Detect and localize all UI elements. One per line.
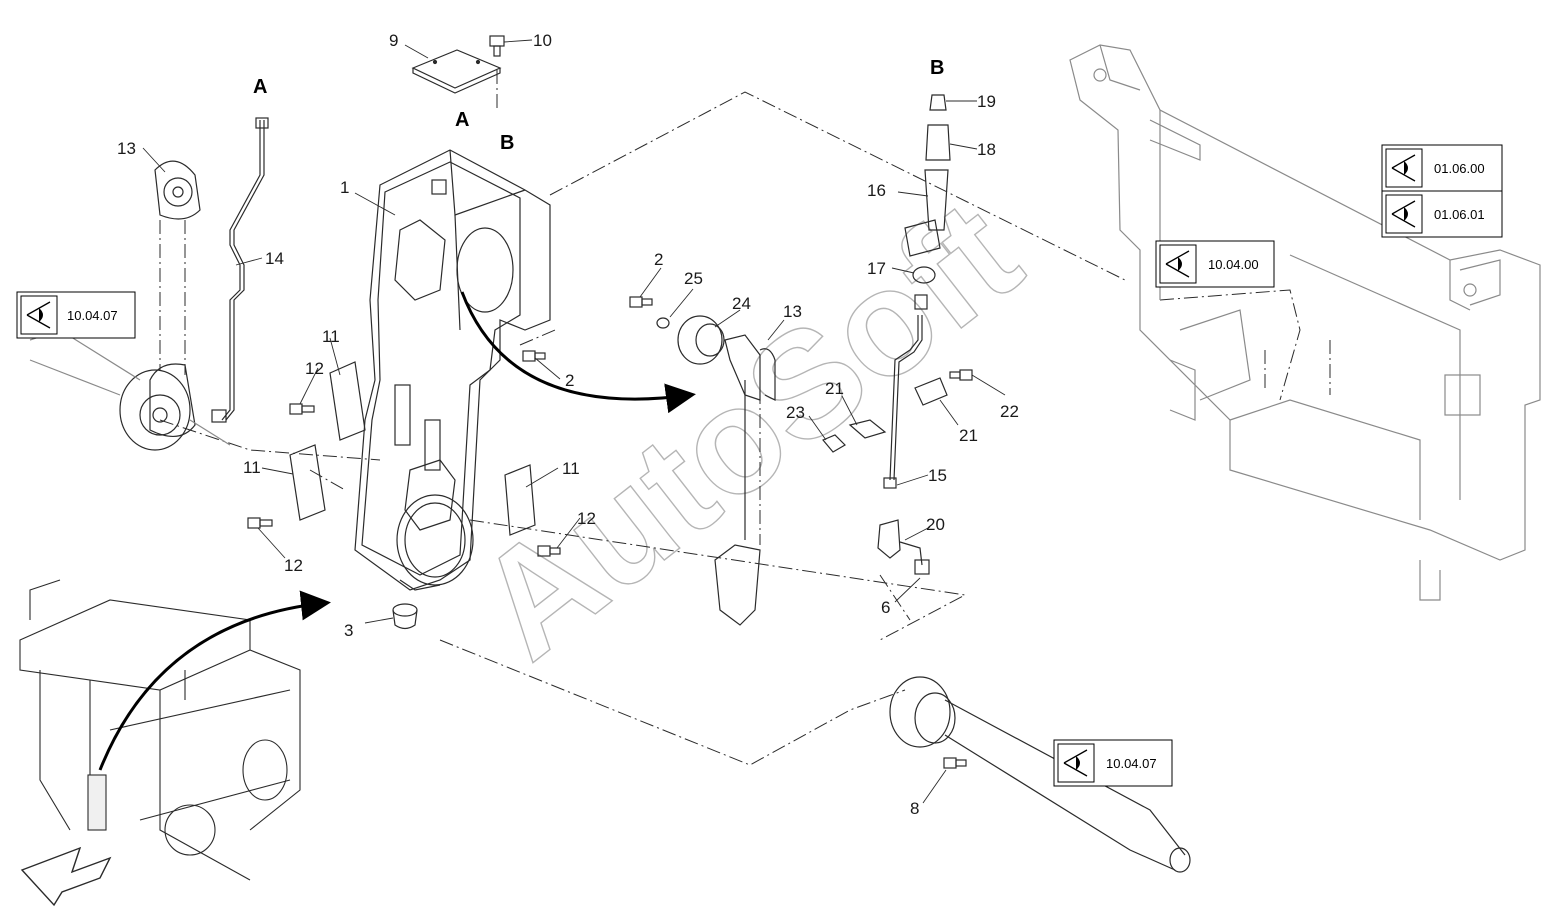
eye-icon xyxy=(1391,200,1416,228)
grease-fittings xyxy=(904,94,951,310)
callout-2-upper: 2 xyxy=(654,250,663,269)
inspection-plates xyxy=(289,361,536,536)
callout-12-right: 12 xyxy=(577,509,596,528)
ref-label: 10.04.07 xyxy=(67,308,118,323)
callout-b-housing: B xyxy=(500,132,514,154)
callout-a-left: A xyxy=(253,76,267,98)
ref-box-frame[interactable]: 10.04.00 xyxy=(1155,240,1275,288)
leader-lines xyxy=(142,39,1006,804)
callout-3: 3 xyxy=(344,621,353,640)
ref-box-upper-right-1[interactable]: 01.06.00 xyxy=(1381,144,1503,192)
tensioner-parts xyxy=(822,377,948,453)
callout-11-right: 11 xyxy=(562,459,580,478)
ref-label: 01.06.00 xyxy=(1434,161,1485,176)
callout-a-housing: A xyxy=(455,109,469,131)
lube-line-14 xyxy=(211,117,269,423)
bolt-10 xyxy=(489,35,505,57)
chain-guard-housing xyxy=(354,149,551,591)
callout-12-upper: 12 xyxy=(305,359,324,378)
frame-assembly xyxy=(1069,44,1541,601)
cover-plate xyxy=(411,49,502,94)
callout-6: 6 xyxy=(881,598,890,617)
eye-icon xyxy=(26,301,51,329)
callout-19: 19 xyxy=(977,92,996,111)
callout-21-right: 21 xyxy=(959,426,978,445)
callout-13-left: 13 xyxy=(117,139,136,158)
callout-2-lower: 2 xyxy=(565,371,574,390)
callout-11-left: 11 xyxy=(243,458,261,477)
callout-16: 16 xyxy=(867,181,886,200)
callout-10: 10 xyxy=(533,31,552,50)
callout-1: 1 xyxy=(340,178,349,197)
eye-icon xyxy=(1063,749,1088,777)
callout-18: 18 xyxy=(977,140,996,159)
eye-icon xyxy=(1165,250,1190,278)
callout-25: 25 xyxy=(684,269,703,288)
callout-12-lower: 12 xyxy=(284,556,303,575)
eye-icon xyxy=(1391,154,1416,182)
drain-plug xyxy=(392,603,418,630)
callout-8: 8 xyxy=(910,799,919,818)
left-chain-assembly xyxy=(119,160,201,451)
view-direction-arrow xyxy=(20,846,112,907)
ref-label: 10.04.00 xyxy=(1208,257,1259,272)
output-shaft xyxy=(889,676,1191,873)
paver-machine-inset xyxy=(19,579,301,881)
callout-15: 15 xyxy=(928,466,947,485)
callout-11-upper: 11 xyxy=(322,327,340,346)
callout-b-fitting: B xyxy=(930,57,944,79)
ref-box-upper-right-2[interactable]: 01.06.01 xyxy=(1381,190,1503,238)
callout-22: 22 xyxy=(1000,402,1019,421)
callout-20: 20 xyxy=(926,515,945,534)
callout-21-left: 21 xyxy=(825,379,844,398)
callout-14: 14 xyxy=(265,249,284,268)
ref-box-left[interactable]: 10.04.07 xyxy=(16,291,136,339)
lube-line-15 xyxy=(877,315,930,575)
callout-17: 17 xyxy=(867,259,886,278)
ref-label: 01.06.01 xyxy=(1434,207,1485,222)
left-shaft xyxy=(29,329,231,446)
callout-labels: 9 10 A B 1 A 13 14 11 12 11 12 11 12 3 2… xyxy=(117,31,1019,818)
curved-arrows xyxy=(98,291,696,771)
ref-box-shaft[interactable]: 10.04.07 xyxy=(1053,739,1173,787)
sprocket-and-chain xyxy=(656,315,776,626)
callout-13-middle: 13 xyxy=(783,302,802,321)
callout-9: 9 xyxy=(389,31,398,50)
callout-23: 23 xyxy=(786,403,805,422)
callout-24: 24 xyxy=(732,294,751,313)
ref-label: 10.04.07 xyxy=(1106,756,1157,771)
bolts xyxy=(247,296,973,769)
